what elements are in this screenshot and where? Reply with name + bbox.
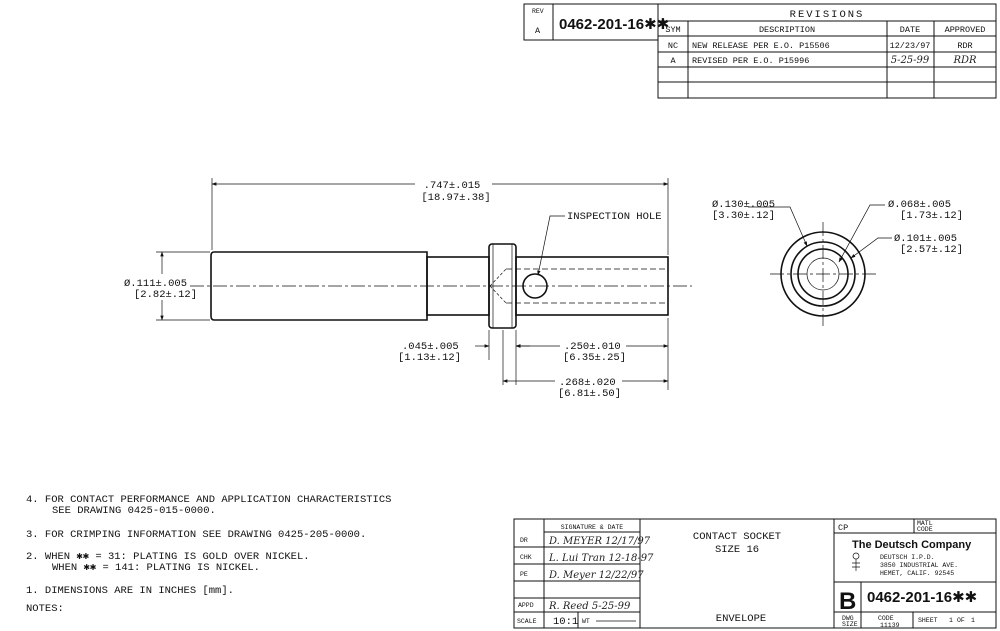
rev-row-approved: RDR <box>952 55 977 66</box>
dim-mid-diameter-mm: [2.57±.12] <box>900 244 963 256</box>
table-row: NC NEW RELEASE PER E.O. P15506 12/23/97 … <box>668 41 973 51</box>
rev-row-date: 5-25-99 <box>891 55 930 66</box>
dim-socket-total: .268±.020 <box>559 377 616 389</box>
title-block: SIGNATURE & DATE DR D. MEYER 12/17/97 CH… <box>513 518 997 629</box>
label-chk: CHK <box>520 554 532 561</box>
company-name: The Deutsch Company <box>852 539 972 551</box>
inspection-hole <box>522 273 548 299</box>
label-pe: PE <box>520 571 528 578</box>
value-scale: 10:1 <box>553 616 578 628</box>
note-2-line-2: WHEN ✱✱ = 141: PLATING IS NICKEL. <box>52 562 260 574</box>
rev-row-sym: NC <box>668 41 678 51</box>
part-title-line-1: CONTACT SOCKET <box>693 531 781 543</box>
label-cp: CP <box>838 523 848 533</box>
table-row: A REVISED PER E.O. P15996 5-25-99 RDR <box>670 55 977 66</box>
label-inspection-hole: INSPECTION HOLE <box>567 211 662 223</box>
notes-block: 4. FOR CONTACT PERFORMANCE AND APPLICATI… <box>26 494 391 615</box>
dim-inner-diameter-mm: [1.73±.12] <box>900 210 963 222</box>
rev-header-description: DESCRIPTION <box>759 25 815 35</box>
contact-side-view <box>190 243 692 329</box>
label-wt: WT <box>582 618 590 625</box>
dim-overall-length: .747±.015 <box>424 180 481 192</box>
address-line-3: HEMET, CALIF. 92545 <box>880 570 954 577</box>
label-sheet: SHEET <box>918 617 938 624</box>
label-dr: DR <box>520 537 528 544</box>
rev-header-approved: APPROVED <box>945 25 986 35</box>
contact-end-view: Ø.130±.005 [3.30±.12] Ø.068±.005 [1.73±.… <box>712 199 963 326</box>
label-of: OF <box>957 617 965 624</box>
note-1: 1. DIMENSIONS ARE IN INCHES [mm]. <box>26 585 234 597</box>
label-matl: MATL <box>917 520 933 527</box>
value-sheet: 1 <box>949 617 953 624</box>
revisions-table: REVISIONS SYM DESCRIPTION DATE APPROVED … <box>657 3 997 99</box>
value-code: 11139 <box>880 622 900 629</box>
crimp-barrel <box>210 251 428 321</box>
address-line-1: DEUTSCH I.P.D. <box>880 554 935 561</box>
end-view-bore-circle <box>806 257 840 291</box>
rev-label: REV <box>532 8 544 15</box>
rev-header-sym: SYM <box>665 25 680 35</box>
dim-collar-width-mm: [1.13±.12] <box>398 352 461 364</box>
end-view-outer-circle <box>780 231 866 317</box>
rev-row-sym: A <box>670 56 676 66</box>
dwg-size-letter: B <box>839 588 856 615</box>
end-view-inner-circle <box>797 248 849 300</box>
dim-body-diameter-mm: [2.82±.12] <box>134 289 197 301</box>
rev-row-approved: RDR <box>957 41 972 51</box>
label-matl-code: CODE <box>917 526 933 533</box>
dim-inner-diameter: Ø.068±.005 <box>888 199 951 211</box>
socket-body <box>515 256 669 316</box>
note-2-line-1: 2. WHEN ✱✱ = 31: PLATING IS GOLD OVER NI… <box>26 551 310 563</box>
note-4-line-1: 4. FOR CONTACT PERFORMANCE AND APPLICATI… <box>26 494 391 506</box>
label-scale: SCALE <box>517 618 537 625</box>
rev-row-date: 12/23/97 <box>890 41 931 51</box>
label-dwg-size: SIZE <box>842 621 858 628</box>
rev-drawing-number: 0462-201-16✱✱ <box>559 16 669 33</box>
rev-header-date: DATE <box>900 25 920 35</box>
label-code: CODE <box>878 615 894 622</box>
part-title-line-2: SIZE 16 <box>715 544 759 556</box>
dim-socket-length: .250±.010 <box>564 341 621 353</box>
rev-block: REV A 0462-201-16✱✱ <box>523 3 669 41</box>
value-dr: D. MEYER 12/17/97 <box>548 536 651 547</box>
title-block-drawing-number: 0462-201-16✱✱ <box>867 589 977 606</box>
dim-outer-diameter-mm: [3.30±.12] <box>712 210 775 222</box>
label-dwg: DWG <box>842 615 854 622</box>
revisions-title: REVISIONS <box>790 9 865 21</box>
sig-header: SIGNATURE & DATE <box>561 524 624 531</box>
value-of: 1 <box>971 617 975 624</box>
value-chk: L. Lui Tran 12-18-97 <box>548 553 654 564</box>
dim-overall-length-mm: [18.97±.38] <box>421 192 490 204</box>
dim-collar-width: .045±.005 <box>402 341 459 353</box>
rev-row-description: NEW RELEASE PER E.O. P15506 <box>692 41 830 51</box>
dim-mid-diameter: Ø.101±.005 <box>894 233 957 245</box>
label-appd: APPD <box>518 602 534 609</box>
address-line-2: 3850 INDUSTRIAL AVE. <box>880 562 958 569</box>
note-4-line-2: SEE DRAWING 0425-015-0000. <box>52 505 216 517</box>
end-view-mid-circle <box>790 241 856 307</box>
dim-socket-length-mm: [6.35±.25] <box>563 352 626 364</box>
notes-title: NOTES: <box>26 603 64 615</box>
dim-body-diameter: Ø.111±.005 <box>124 278 187 290</box>
side-view-dimensions: .747±.015 [18.97±.38] INSPECTION HOLE Ø.… <box>124 178 669 400</box>
value-pe: D. Meyer 12/22/97 <box>548 570 644 581</box>
deutsch-logo-icon <box>852 552 860 571</box>
envelope-label: ENVELOPE <box>716 613 766 625</box>
note-3: 3. FOR CRIMPING INFORMATION SEE DRAWING … <box>26 529 366 541</box>
rev-row-description: REVISED PER E.O. P15996 <box>692 56 809 66</box>
rev-value: A <box>535 26 541 36</box>
dim-outer-diameter: Ø.130±.005 <box>712 199 775 211</box>
value-appd: R. Reed 5-25-99 <box>548 601 631 612</box>
dim-socket-total-mm: [6.81±.50] <box>558 388 621 400</box>
